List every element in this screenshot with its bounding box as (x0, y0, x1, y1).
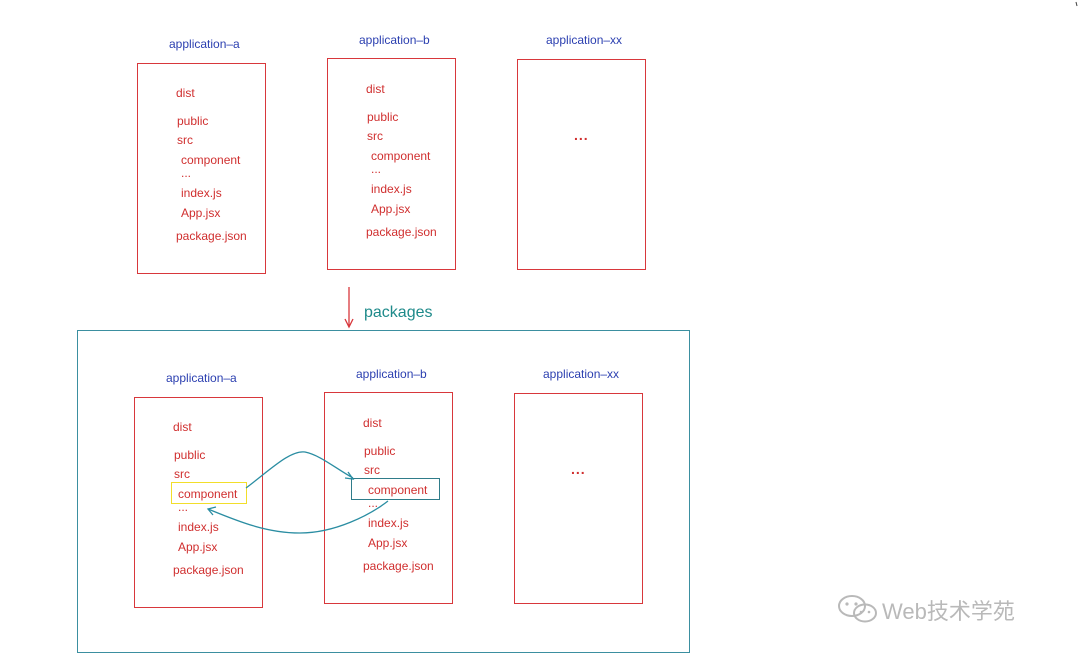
bottom-application-b-title: application–b (356, 367, 427, 381)
top-b-file-component: component (371, 149, 431, 163)
top-xx-placeholder: ... (574, 127, 589, 143)
top-a-file-component: component (181, 153, 241, 167)
top-b-file-app: App.jsx (371, 202, 411, 216)
bottom-a-file-ellipsis: ... (178, 500, 189, 514)
bottom-a-file-src: src (174, 467, 190, 481)
bottom-application-b-box (324, 392, 453, 604)
top-a-file-public: public (177, 114, 209, 128)
bottom-a-file-index: index.js (178, 520, 219, 534)
bottom-a-file-app: App.jsx (178, 540, 218, 554)
top-a-file-package: package.json (176, 229, 247, 243)
bottom-b-file-src: src (364, 463, 380, 477)
bottom-application-a-box (134, 397, 263, 608)
bottom-application-xx-title: application–xx (543, 367, 620, 381)
shared-component-highlight-a (171, 482, 247, 504)
down-arrow (344, 287, 354, 329)
bottom-a-file-dist: dist (173, 420, 192, 434)
wechat-icon (838, 595, 877, 623)
top-b-file-dist: dist (366, 82, 385, 96)
bottom-b-file-component: component (368, 483, 428, 497)
bottom-b-file-package: package.json (363, 559, 434, 573)
top-a-file-app: App.jsx (181, 206, 221, 220)
top-a-file-index: index.js (181, 186, 222, 200)
top-application-xx-box (517, 59, 646, 270)
bottom-b-file-dist: dist (363, 416, 382, 430)
top-b-file-public: public (367, 110, 399, 124)
share-arrow-a-to-b (245, 451, 355, 489)
packages-frame (77, 330, 690, 653)
watermark-text: Web技术学苑 (882, 599, 1015, 624)
bottom-b-file-ellipsis: ... (368, 496, 379, 510)
top-application-a-title: application–a (169, 37, 240, 51)
top-b-file-src: src (367, 129, 383, 143)
bottom-a-file-package: package.json (173, 563, 244, 577)
top-a-file-ellipsis: ... (181, 166, 192, 180)
bottom-application-xx-box (514, 393, 643, 604)
bottom-a-file-public: public (174, 448, 206, 462)
top-application-xx-title: application–xx (546, 33, 623, 47)
top-application-a-box (137, 63, 266, 274)
share-arrow-b-to-a (206, 500, 389, 534)
packages-label: packages (364, 304, 433, 321)
bottom-a-file-component: component (178, 487, 238, 501)
top-application-b-box (327, 58, 456, 270)
bottom-application-a-title: application–a (166, 371, 237, 385)
top-application-b-title: application–b (359, 33, 430, 47)
top-b-file-ellipsis: ... (371, 162, 382, 176)
top-b-file-index: index.js (371, 182, 412, 196)
corner-mark (1075, 1, 1078, 7)
bottom-b-file-public: public (364, 444, 396, 458)
bottom-xx-placeholder: ... (571, 461, 586, 477)
bottom-b-file-app: App.jsx (368, 536, 408, 550)
top-a-file-src: src (177, 133, 193, 147)
top-b-file-package: package.json (366, 225, 437, 239)
top-a-file-dist: dist (176, 86, 195, 100)
shared-component-highlight-b (351, 478, 440, 500)
bottom-b-file-index: index.js (368, 516, 409, 530)
